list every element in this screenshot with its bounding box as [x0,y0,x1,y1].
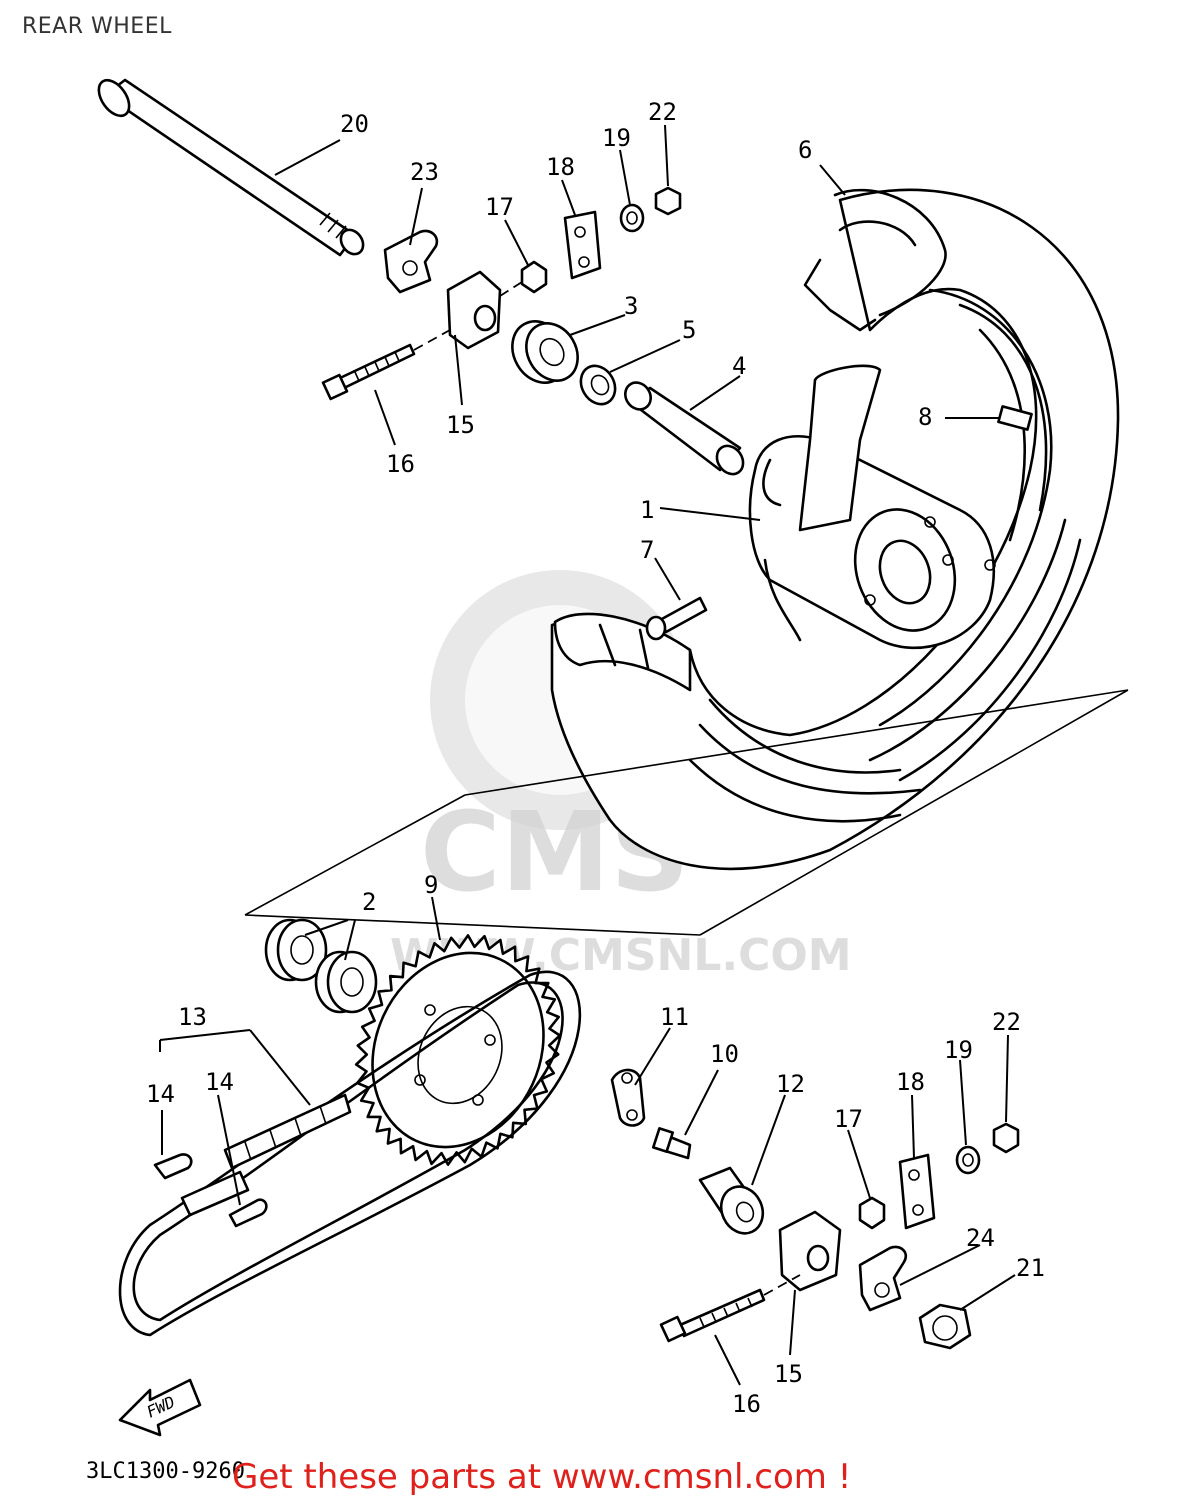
callout-13: 13 [178,1003,207,1031]
callout-17: 17 [485,193,514,221]
plate-18-left [563,210,602,280]
fwd-arrow: FWD [118,1378,202,1437]
oil-seal-5 [579,364,617,406]
callout-6: 6 [798,136,812,164]
valve [645,596,708,641]
nut-17-left [520,260,548,294]
balance-weight [997,405,1033,431]
callout-11: 11 [660,1003,689,1031]
callout-14a: 14 [146,1080,175,1108]
sprocket-bolt [651,1127,692,1160]
adjuster-bolt-right [659,1288,766,1343]
callout-23: 23 [410,158,439,186]
callout-14b: 14 [205,1068,234,1096]
callout-18: 18 [546,153,575,181]
callout-24: 24 [966,1224,995,1252]
washer-19-right [955,1145,981,1175]
callout-7: 7 [640,536,654,564]
adjuster-block-right [778,1210,842,1292]
adjuster-bolt-left [321,343,416,401]
nut-17-right [858,1196,886,1230]
washer-19-left [619,203,645,233]
collar-12 [698,1166,765,1235]
callout-19: 19 [602,124,631,152]
nut-22-right [992,1122,1020,1154]
bearing-2a [264,918,328,982]
master-link [180,1170,250,1217]
wheel-rim [550,188,1120,871]
callout-20: 20 [340,110,369,138]
page-title: REAR WHEEL [22,14,172,39]
leader-lines [159,124,1016,1386]
callout-21: 21 [1016,1254,1045,1282]
callout-15: 15 [446,411,475,439]
callout-5: 5 [682,316,696,344]
collar-4 [624,381,745,476]
master-link-clip [153,1153,193,1180]
callout-22b: 22 [992,1008,1021,1036]
callout-22: 22 [648,98,677,126]
callout-1: 1 [640,496,654,524]
callout-16: 16 [386,450,415,478]
callout-3: 3 [624,292,638,320]
callout-8: 8 [918,403,932,431]
footer-link[interactable]: Get these parts at www.cmsnl.com ! [232,1457,851,1497]
sprocket [354,934,562,1166]
axle [97,78,365,257]
callout-12: 12 [776,1070,805,1098]
chain [118,970,582,1337]
callout-18b: 18 [896,1068,925,1096]
nut-22-left [654,186,682,216]
bearing-2b [314,950,378,1014]
callout-9: 9 [424,871,438,899]
bearing-3 [511,320,579,384]
callout-15b: 15 [774,1360,803,1388]
axle-nut [918,1303,972,1350]
callout-4: 4 [732,352,746,380]
callout-10: 10 [710,1040,739,1068]
callout-19b: 19 [944,1036,973,1064]
adjuster-block-left [446,270,502,350]
callout-16b: 16 [732,1390,761,1418]
callout-17b: 17 [834,1105,863,1133]
diagram-code: 3LC1300-9260 [86,1459,245,1484]
master-link-plate [228,1198,268,1228]
callout-2: 2 [362,888,376,916]
callouts: 20 23 17 18 19 22 6 3 5 4 8 15 16 1 7 9 … [146,98,1045,1418]
assembly-outline [244,689,1129,936]
plate-18-right [898,1153,936,1230]
hub [748,364,996,650]
chain-puller-right [858,1245,908,1312]
